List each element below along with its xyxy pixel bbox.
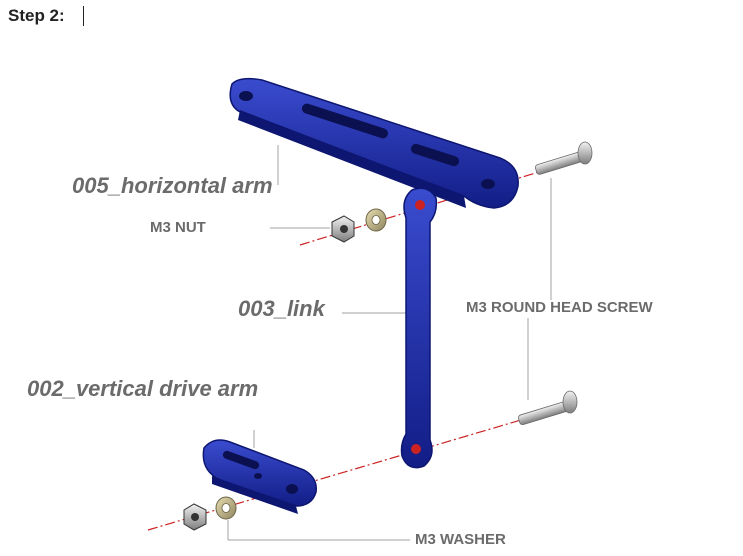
upper-screw-part bbox=[534, 141, 593, 175]
leader-lines bbox=[227, 145, 552, 541]
horizontal-arm-label: 005_horizontal arm bbox=[72, 173, 273, 198]
text-cursor bbox=[83, 6, 84, 26]
link-part bbox=[400, 187, 438, 469]
assembly-axes bbox=[147, 163, 566, 531]
vertical-drive-arm-label: 002_vertical drive arm bbox=[27, 376, 259, 401]
upper-nut-part bbox=[331, 215, 355, 243]
step-heading: Step 2: bbox=[8, 6, 65, 25]
lower-screw-part bbox=[518, 390, 578, 426]
lower-washer-part bbox=[215, 496, 237, 520]
m3-nut-label: M3 NUT bbox=[150, 219, 206, 236]
m3-round-head-screw-label: M3 ROUND HEAD SCREW bbox=[466, 299, 653, 316]
upper-washer-part bbox=[365, 208, 387, 232]
vertical-drive-arm-part bbox=[202, 439, 317, 514]
lower-nut-part bbox=[183, 503, 207, 531]
m3-washer-label: M3 WASHER bbox=[415, 531, 506, 548]
horizontal-arm-part bbox=[229, 77, 519, 209]
link-label: 003_link bbox=[238, 296, 325, 321]
